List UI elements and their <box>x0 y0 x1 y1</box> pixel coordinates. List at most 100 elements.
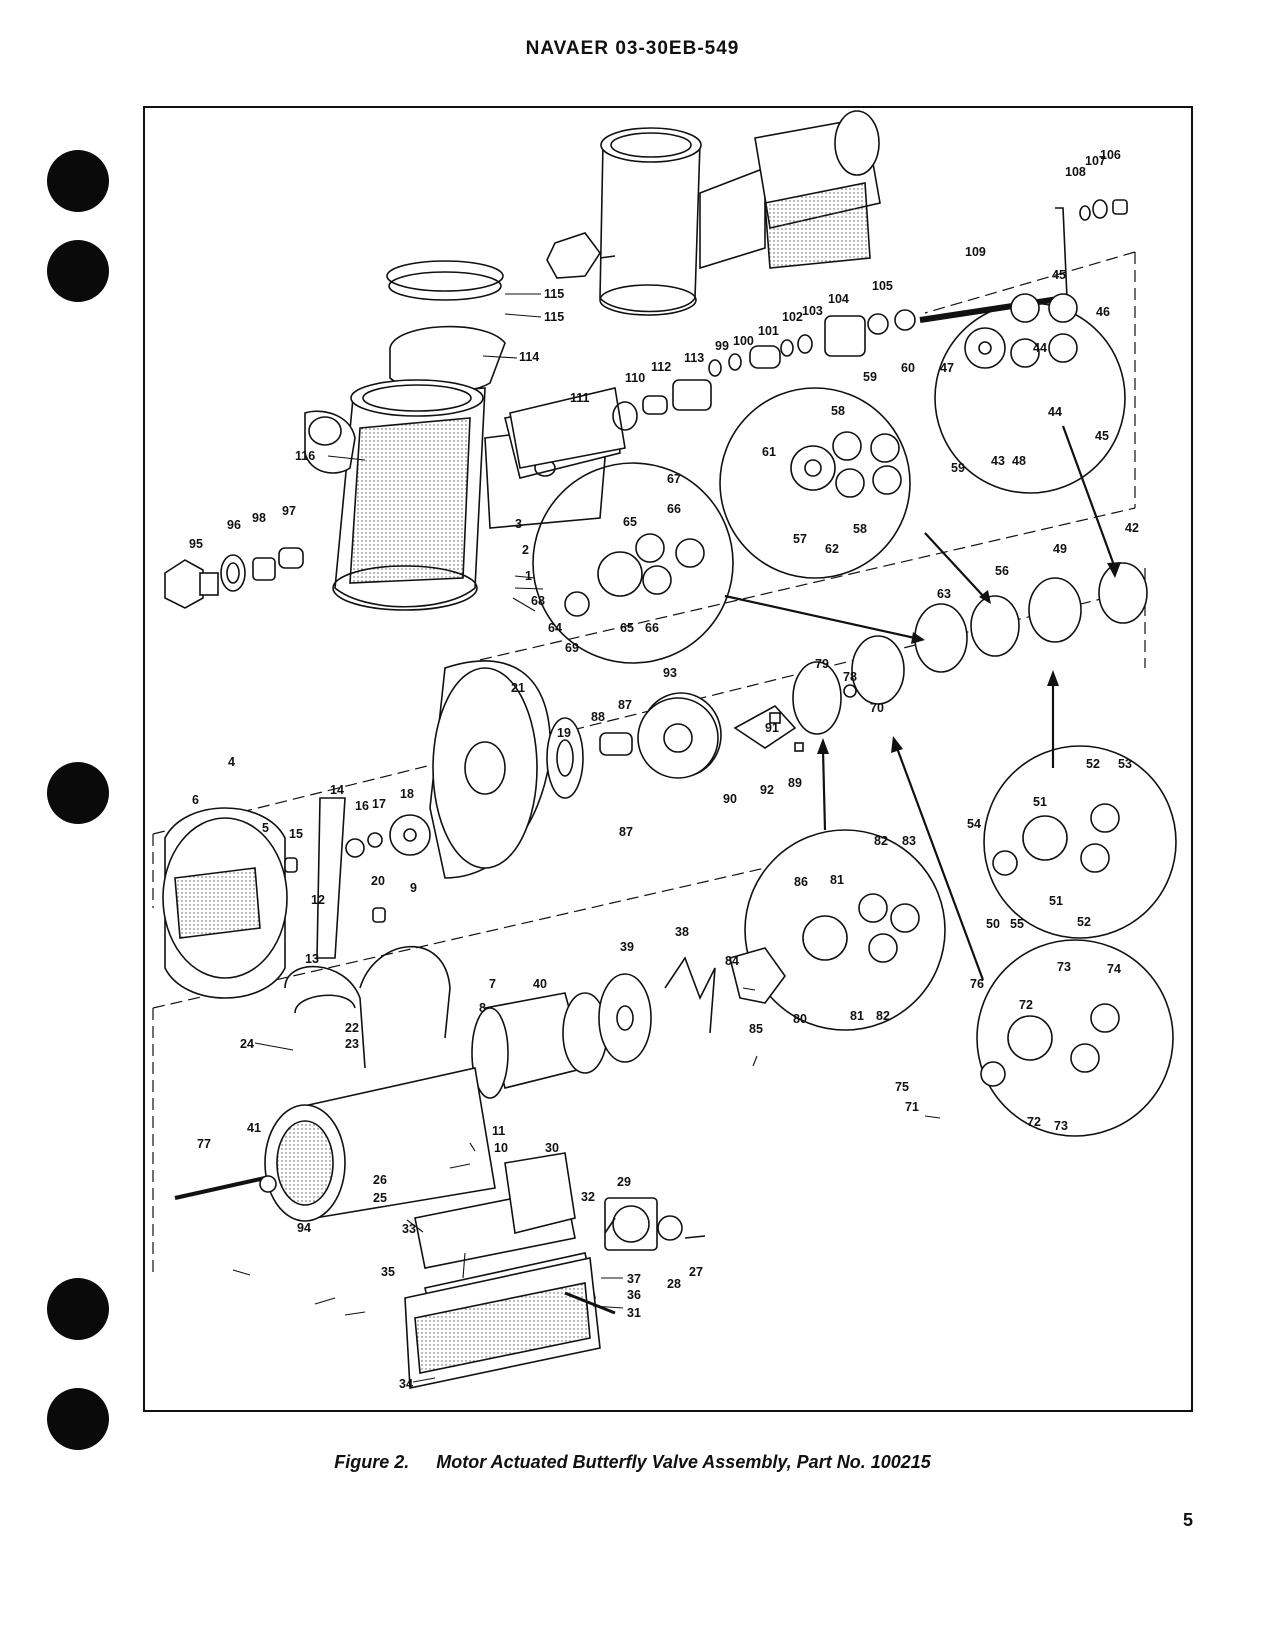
callout-95: 95 <box>189 537 203 551</box>
callout-67: 67 <box>667 472 681 486</box>
callout-53: 53 <box>1118 757 1132 771</box>
callout-71: 71 <box>905 1100 919 1114</box>
callout-70: 70 <box>870 701 884 715</box>
end-cover-6 <box>162 797 431 999</box>
callout-66: 66 <box>667 502 681 516</box>
callout-76: 76 <box>970 977 984 991</box>
document-number: NAVAER 03-30EB-549 <box>525 38 740 59</box>
callout-89: 89 <box>788 776 802 790</box>
callout-111: 111 <box>570 391 590 405</box>
callout-101: 101 <box>758 324 779 338</box>
callout-29: 29 <box>617 1175 631 1189</box>
callout-48: 48 <box>1012 454 1026 468</box>
callout-114: 114 <box>519 350 539 364</box>
callout-4: 4 <box>228 755 235 769</box>
callout-107: 107 <box>1085 154 1106 168</box>
callout-28: 28 <box>667 1277 681 1291</box>
callout-97: 97 <box>282 504 296 518</box>
callout-91: 91 <box>765 721 779 735</box>
callout-96: 96 <box>227 518 241 532</box>
callout-58: 58 <box>831 404 845 418</box>
callout-87: 87 <box>618 698 632 712</box>
callout-77: 77 <box>197 1137 211 1151</box>
callout-35: 35 <box>381 1265 395 1279</box>
callout-56: 56 <box>995 564 1009 578</box>
callout-86: 86 <box>794 875 808 889</box>
callout-115: 115 <box>544 287 564 301</box>
callout-113: 113 <box>684 351 704 365</box>
callout-57: 57 <box>793 532 807 546</box>
callout-17: 17 <box>372 797 386 811</box>
figure-number: Figure 2. <box>334 1452 410 1472</box>
switch-housing-35 <box>404 1152 706 1389</box>
callout-78: 78 <box>843 670 857 684</box>
callout-10: 10 <box>494 1141 508 1155</box>
callout-58: 58 <box>853 522 867 536</box>
callout-65: 65 <box>620 621 634 635</box>
callout-65: 65 <box>623 515 637 529</box>
callout-82: 82 <box>874 834 888 848</box>
callout-92: 92 <box>760 783 774 797</box>
callout-75: 75 <box>895 1080 909 1094</box>
page-number: 5 <box>1183 1510 1194 1530</box>
motor-housing-94 <box>174 1067 496 1222</box>
callout-51: 51 <box>1049 894 1063 908</box>
callout-18: 18 <box>400 787 414 801</box>
callout-27: 27 <box>689 1265 703 1279</box>
callout-13: 13 <box>305 952 319 966</box>
callout-102: 102 <box>782 310 803 324</box>
callout-41: 41 <box>247 1121 261 1135</box>
callout-16: 16 <box>355 799 369 813</box>
callout-116: 116 <box>295 449 315 463</box>
callout-leader-lines <box>232 293 941 1383</box>
callout-39: 39 <box>620 940 634 954</box>
assembled-valve-illustration <box>546 110 881 316</box>
callout-105: 105 <box>872 279 893 293</box>
callout-24: 24 <box>240 1037 254 1051</box>
callout-98: 98 <box>252 511 266 525</box>
callout-22: 22 <box>345 1021 359 1035</box>
callout-42: 42 <box>1125 521 1139 535</box>
callout-8: 8 <box>479 1001 486 1015</box>
gear-housing-21 <box>429 660 797 879</box>
callout-34: 34 <box>399 1377 413 1391</box>
callout-54: 54 <box>967 817 981 831</box>
callout-84: 84 <box>725 954 739 968</box>
callout-23: 23 <box>345 1037 359 1051</box>
callout-62: 62 <box>825 542 839 556</box>
bearing-and-seal-parts <box>164 199 1128 609</box>
callout-60: 60 <box>901 361 915 375</box>
callout-31: 31 <box>627 1306 641 1320</box>
callout-64: 64 <box>548 621 562 635</box>
callout-1: 1 <box>525 569 532 583</box>
callout-74: 74 <box>1107 962 1121 976</box>
callout-38: 38 <box>675 925 689 939</box>
callout-43: 43 <box>991 454 1005 468</box>
callout-19: 19 <box>557 726 571 740</box>
binder-hole <box>47 1278 109 1340</box>
callout-85: 85 <box>749 1022 763 1036</box>
figure-caption: Figure 2. Motor Actuated Butterfly Valve… <box>0 1452 1265 1473</box>
callout-51: 51 <box>1033 795 1047 809</box>
callout-72: 72 <box>1027 1115 1041 1129</box>
callout-59: 59 <box>951 461 965 475</box>
callout-7: 7 <box>489 977 496 991</box>
callout-104: 104 <box>828 292 849 306</box>
callout-68: 68 <box>531 594 545 608</box>
callout-80: 80 <box>793 1012 807 1026</box>
callout-2: 2 <box>522 543 529 557</box>
callout-82: 82 <box>876 1009 890 1023</box>
exploded-view-drawing: 106 107 108 109 115 115 114 105 104 103 … <box>152 110 1177 1391</box>
binder-hole <box>47 762 109 824</box>
callout-49: 49 <box>1053 542 1067 556</box>
callout-47: 47 <box>940 361 954 375</box>
callout-11: 11 <box>492 1124 505 1138</box>
clamp-straps <box>284 945 451 1069</box>
callout-109: 109 <box>965 245 986 259</box>
callout-50: 50 <box>986 917 1000 931</box>
callout-37: 37 <box>627 1272 641 1286</box>
callout-26: 26 <box>373 1173 387 1187</box>
callout-46: 46 <box>1096 305 1110 319</box>
callout-45: 45 <box>1052 268 1066 282</box>
callout-63: 63 <box>937 587 951 601</box>
